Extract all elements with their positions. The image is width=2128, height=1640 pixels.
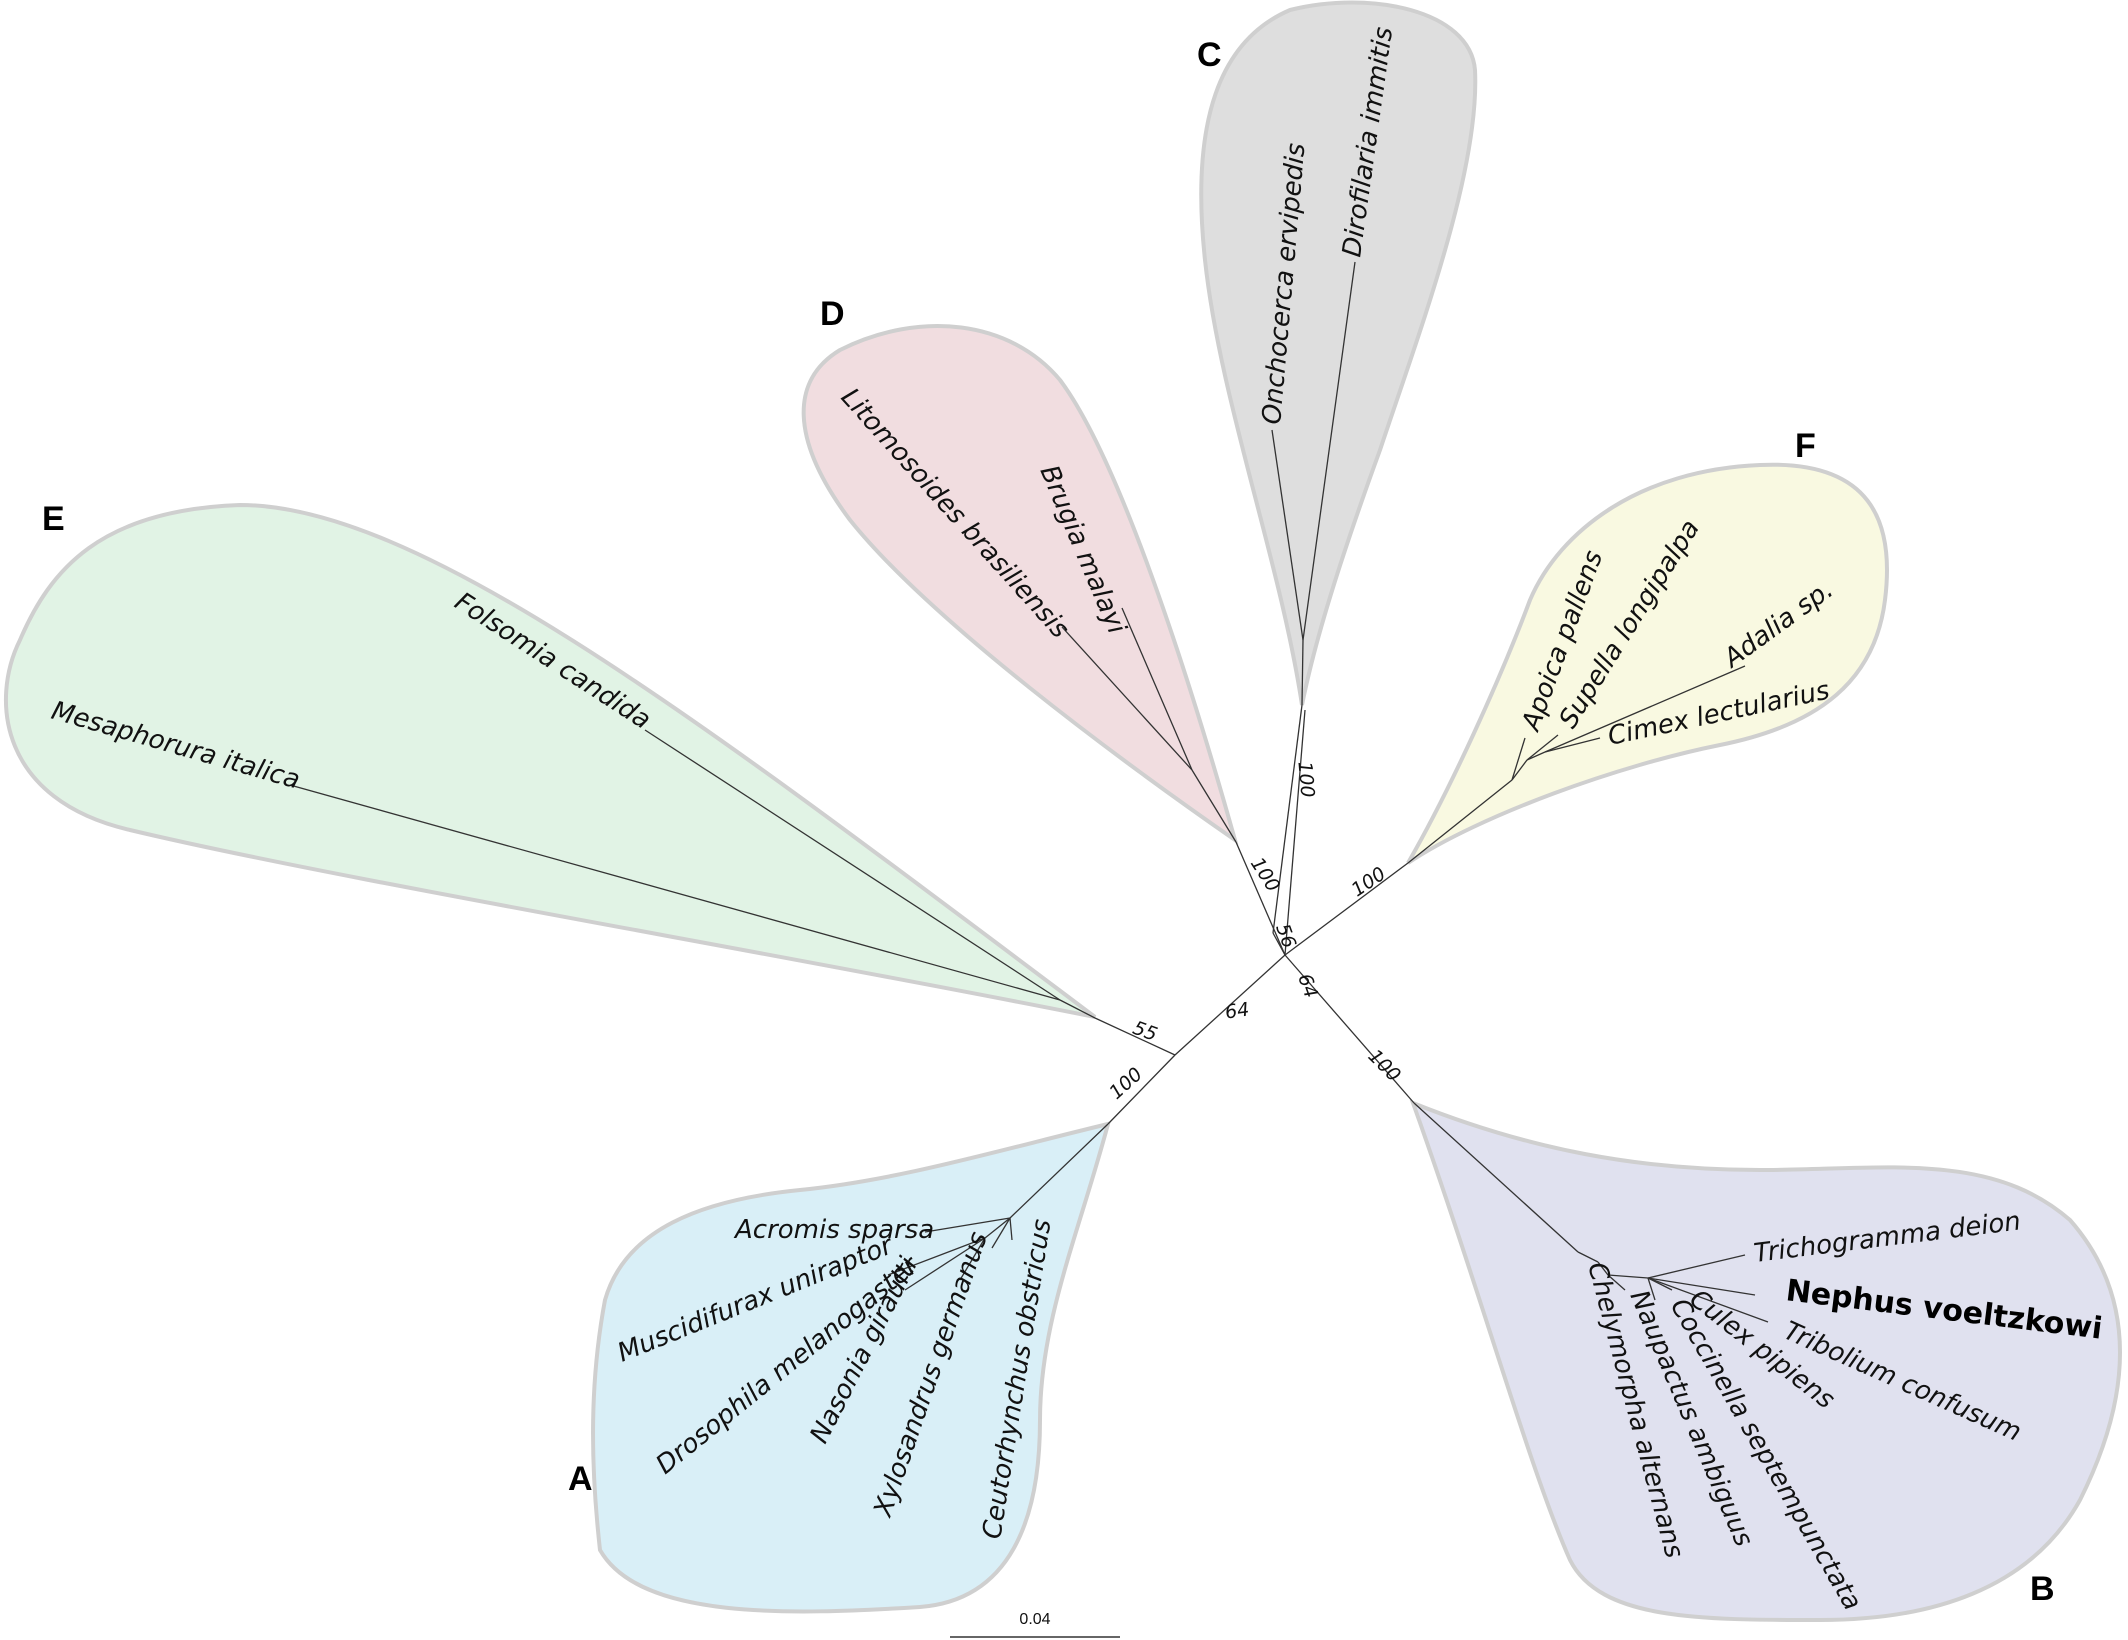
clade-f-branches <box>1407 665 1746 864</box>
support-e-stem: 55 <box>1130 1017 1160 1046</box>
support-center-64-left: 64 <box>1224 998 1251 1023</box>
support-f-stem: 100 <box>1347 863 1389 902</box>
support-center-64-right: 64 <box>1293 971 1322 1001</box>
clade-label-d: D <box>820 295 845 333</box>
clade-e-region <box>3 502 1097 1019</box>
clade-label-c: C <box>1197 36 1222 74</box>
scale-bar-label: 0.04 <box>1019 1611 1050 1628</box>
clade-b-region <box>1409 1099 2122 1623</box>
taxon-acromis-sparsa: Acromis sparsa <box>733 1215 934 1245</box>
clade-c-branches <box>1271 261 1356 706</box>
clade-c-region <box>1199 0 1478 706</box>
clade-a-region <box>591 1121 1111 1614</box>
clade-label-b: B <box>2030 1570 2055 1608</box>
support-a-stem: 100 <box>1105 1063 1147 1104</box>
support-c-stem: 100 <box>1293 760 1318 798</box>
clade-a-branches <box>887 1123 1109 1291</box>
clade-d-branches <box>1061 607 1237 843</box>
clade-e-branches <box>289 729 1096 1019</box>
clade-label-a: A <box>568 1460 593 1498</box>
internal-branches <box>1094 704 1415 1125</box>
clade-label-e: E <box>42 500 65 538</box>
clade-b-branches <box>1413 1102 1769 1323</box>
clade-f-region <box>1406 462 1890 865</box>
clade-label-f: F <box>1795 427 1816 465</box>
clade-d-region <box>801 324 1239 845</box>
